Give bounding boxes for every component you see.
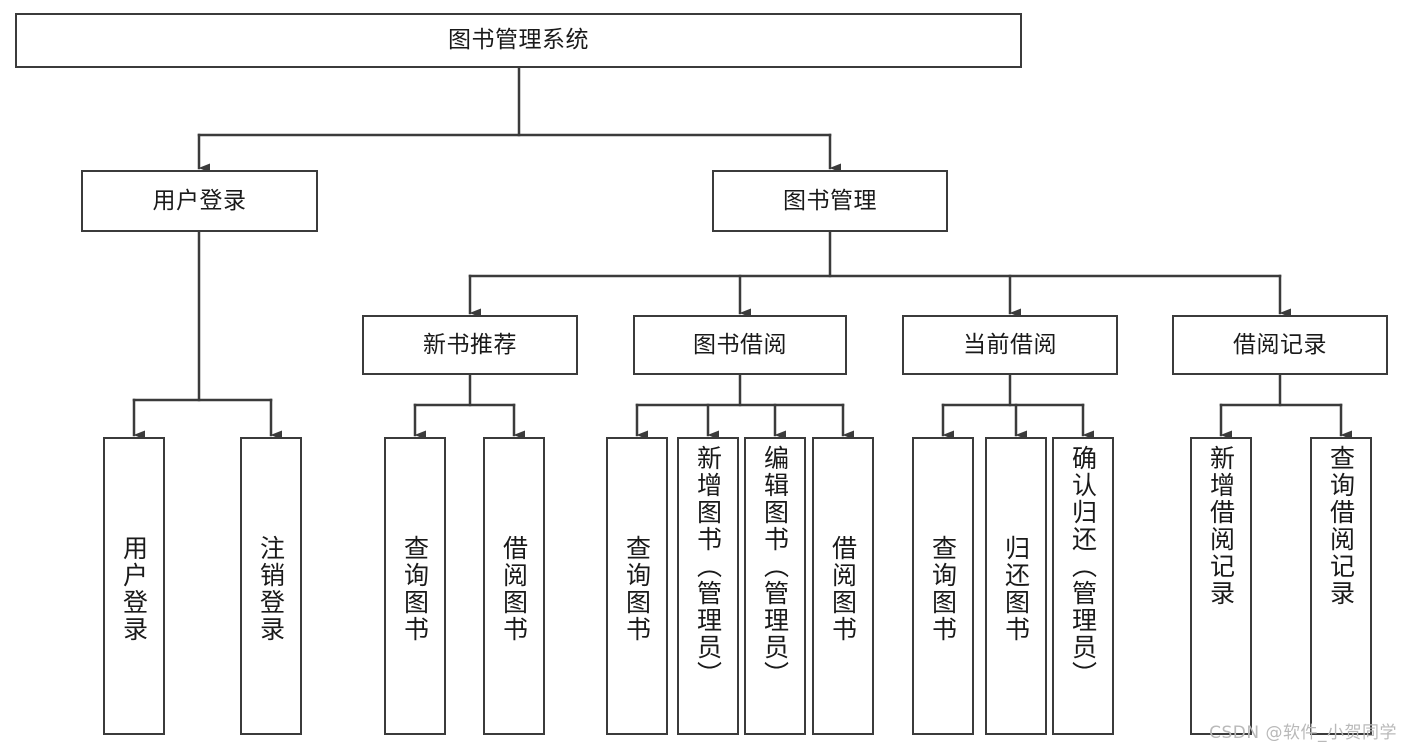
node-label: 确认归还（管理员） xyxy=(1068,445,1098,688)
node-book-borrow[interactable]: 图书借阅 xyxy=(633,315,847,375)
node-label: 新增图书（管理员） xyxy=(693,445,723,688)
node-leaf-borrow-book-2[interactable]: 借阅图书 xyxy=(812,437,874,735)
node-leaf-borrow-book-1[interactable]: 借阅图书 xyxy=(483,437,545,735)
node-leaf-user-login[interactable]: 用户登录 xyxy=(103,437,165,735)
node-book-manage[interactable]: 图书管理 xyxy=(712,170,948,232)
node-label: 图书借阅 xyxy=(693,331,787,358)
node-label: 当前借阅 xyxy=(963,331,1057,358)
node-label: 查询图书 xyxy=(622,535,652,643)
node-leaf-edit-book-admin[interactable]: 编辑图书（管理员） xyxy=(744,437,806,735)
node-leaf-return-book[interactable]: 归还图书 xyxy=(985,437,1047,735)
node-borrow-record[interactable]: 借阅记录 xyxy=(1172,315,1388,375)
node-new-book-recommend[interactable]: 新书推荐 xyxy=(362,315,578,375)
node-label: 新增借阅记录 xyxy=(1206,445,1236,607)
node-leaf-add-book-admin[interactable]: 新增图书（管理员） xyxy=(677,437,739,735)
node-label: 用户登录 xyxy=(152,187,247,214)
node-leaf-query-book-2[interactable]: 查询图书 xyxy=(606,437,668,735)
node-label: 新书推荐 xyxy=(423,331,517,358)
node-label: 借阅图书 xyxy=(499,535,529,643)
node-label: 图书管理系统 xyxy=(448,27,589,54)
node-label: 查询图书 xyxy=(400,535,430,643)
node-label: 编辑图书（管理员） xyxy=(760,445,790,688)
node-leaf-add-borrow-record[interactable]: 新增借阅记录 xyxy=(1190,437,1252,735)
node-label: 借阅记录 xyxy=(1233,331,1327,358)
node-leaf-query-book-1[interactable]: 查询图书 xyxy=(384,437,446,735)
node-label: 查询图书 xyxy=(928,535,958,643)
node-label: 归还图书 xyxy=(1001,535,1031,643)
node-leaf-query-borrow-record[interactable]: 查询借阅记录 xyxy=(1310,437,1372,735)
node-label: 注销登录 xyxy=(256,535,286,643)
node-leaf-logout-login[interactable]: 注销登录 xyxy=(240,437,302,735)
node-root[interactable]: 图书管理系统 xyxy=(15,13,1022,68)
node-user-login[interactable]: 用户登录 xyxy=(81,170,318,232)
node-label: 查询借阅记录 xyxy=(1326,445,1356,607)
node-current-borrow[interactable]: 当前借阅 xyxy=(902,315,1118,375)
node-leaf-query-book-3[interactable]: 查询图书 xyxy=(912,437,974,735)
node-label: 借阅图书 xyxy=(828,535,858,643)
node-label: 图书管理 xyxy=(783,187,877,214)
node-leaf-confirm-return-admin[interactable]: 确认归还（管理员） xyxy=(1052,437,1114,735)
node-label: 用户登录 xyxy=(119,535,149,643)
